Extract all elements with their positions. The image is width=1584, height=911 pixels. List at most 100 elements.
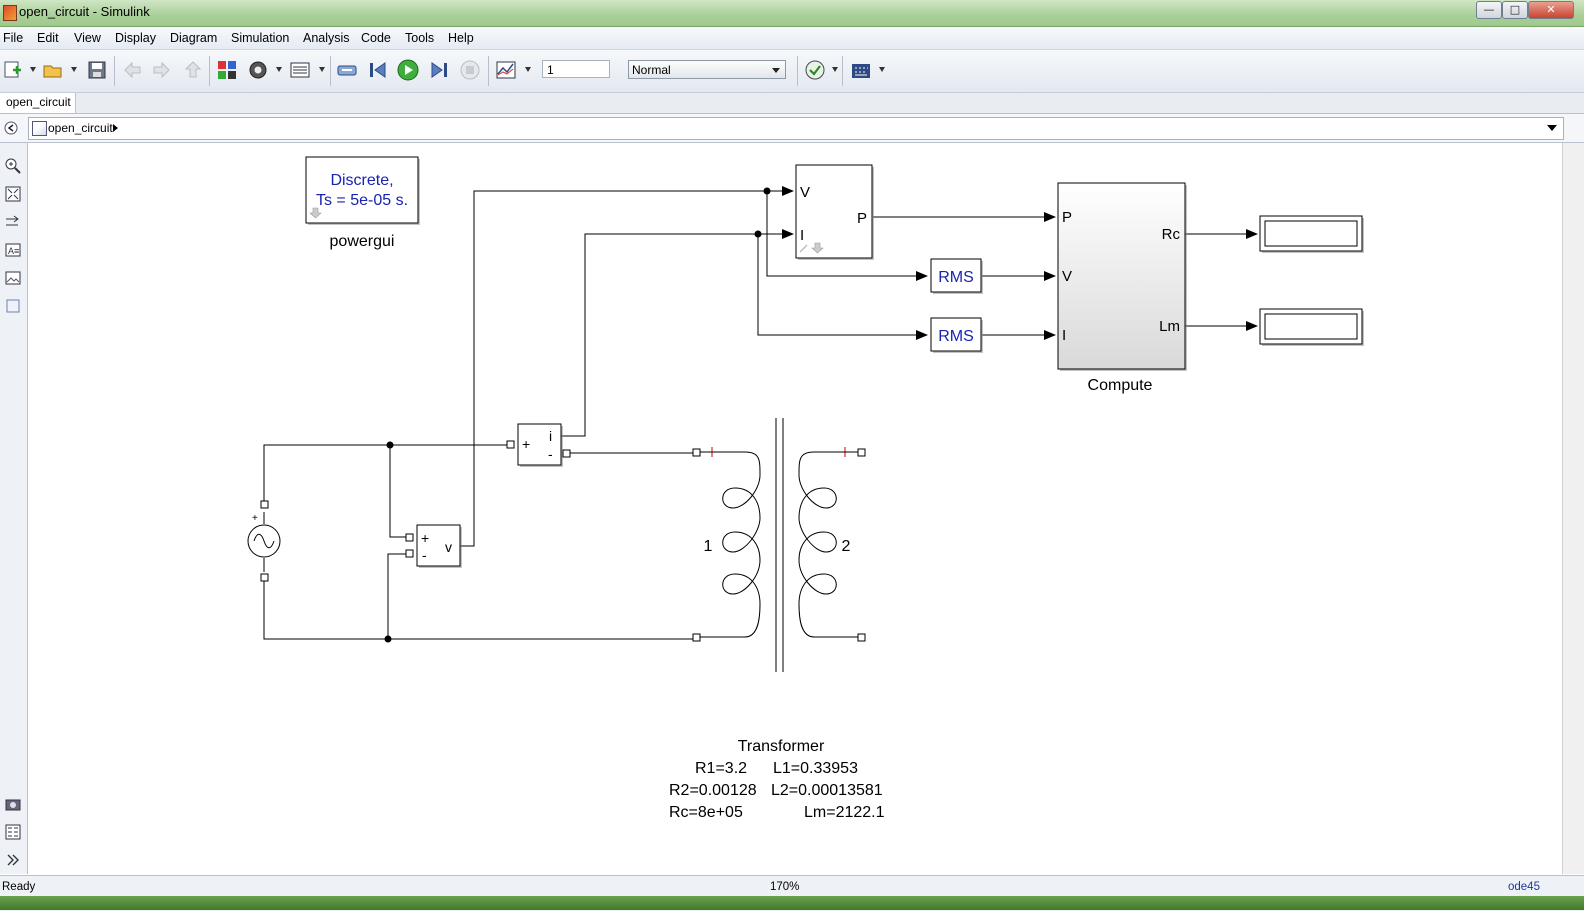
- chevron-right-icon[interactable]: [113, 124, 118, 132]
- rms-voltage-label: RMS: [938, 269, 974, 286]
- solver-link[interactable]: ode45: [1508, 881, 1540, 893]
- compute-port-p: P: [1062, 209, 1072, 226]
- window-title: open_circuit - Simulink: [19, 4, 150, 19]
- step-forward-icon[interactable]: [428, 59, 450, 81]
- camera-icon[interactable]: [4, 795, 22, 813]
- build-dropdown-icon[interactable]: [879, 67, 885, 72]
- explorer-bar: open_circuit: [0, 114, 1584, 143]
- breadcrumb-item-open-circuit[interactable]: open_circuit: [48, 121, 113, 135]
- maximize-button[interactable]: □: [1502, 1, 1528, 19]
- desktop-strip: [0, 896, 1584, 910]
- area-icon[interactable]: [4, 297, 22, 315]
- diagram-canvas[interactable]: [28, 143, 1562, 874]
- transformer-parameters: Transformer R1=3.2 L1=0.33953 R2=0.00128…: [669, 738, 885, 821]
- current-measurement-block[interactable]: + i -: [506, 423, 571, 467]
- tab-open-circuit[interactable]: open_circuit: [0, 93, 76, 113]
- rms-voltage-block[interactable]: RMS: [930, 258, 983, 294]
- model-advisor-icon[interactable]: [804, 59, 826, 81]
- build-icon[interactable]: [850, 59, 872, 81]
- voltage-out-label: v: [445, 539, 452, 555]
- arrow-down-icon: [811, 242, 824, 254]
- compute-subsystem-block[interactable]: P V I Rc Lm: [1057, 182, 1187, 371]
- transformer-rc: Rc=8e+05: [669, 804, 743, 821]
- toolbar-separator: [842, 56, 843, 86]
- new-model-icon[interactable]: [2, 59, 24, 81]
- menu-tools[interactable]: Tools: [405, 31, 435, 45]
- minimize-button[interactable]: —: [1476, 1, 1502, 19]
- forward-icon[interactable]: [151, 59, 173, 81]
- ac-voltage-source[interactable]: +: [247, 500, 281, 582]
- explorer-dropdown-icon[interactable]: [319, 67, 325, 72]
- winding-2-label: 2: [842, 538, 851, 555]
- toolbar-separator: [797, 56, 798, 86]
- menu-view[interactable]: View: [74, 31, 101, 45]
- stop-time-input[interactable]: 1: [542, 60, 610, 78]
- transformer-title: Transformer: [738, 738, 825, 755]
- scope-dropdown-icon[interactable]: [525, 67, 531, 72]
- compute-port-lm: Lm: [1159, 318, 1180, 335]
- run-icon[interactable]: [397, 59, 419, 81]
- menu-file[interactable]: File: [3, 31, 24, 45]
- save-icon[interactable]: [86, 59, 108, 81]
- power-port-i: I: [800, 227, 804, 244]
- toolbar-separator: [114, 56, 115, 86]
- model-explorer-icon[interactable]: [289, 59, 311, 81]
- compute-port-i: I: [1062, 327, 1066, 344]
- image-icon[interactable]: [4, 269, 22, 287]
- config-dropdown-icon[interactable]: [276, 67, 282, 72]
- chevron-down-icon[interactable]: [1547, 125, 1557, 131]
- property-inspector-icon[interactable]: [4, 823, 22, 841]
- fit-to-view-icon[interactable]: [4, 185, 22, 203]
- display-rc-block[interactable]: [1259, 215, 1364, 253]
- transformer-l1: L1=0.33953: [773, 760, 858, 777]
- voltage-measurement-block[interactable]: + - v: [405, 524, 462, 568]
- open-icon[interactable]: [42, 59, 64, 81]
- model-icon: [32, 121, 47, 136]
- arrow-right-icon[interactable]: [4, 213, 22, 231]
- power-port-p: P: [857, 210, 867, 227]
- open-dropdown-icon[interactable]: [71, 67, 77, 72]
- powergui-block[interactable]: Discrete, Ts = 5e-05 s.: [305, 156, 420, 225]
- menu-simulation[interactable]: Simulation: [231, 31, 290, 45]
- transformer-lm: Lm=2122.1: [804, 804, 885, 821]
- close-button[interactable]: ✕: [1528, 1, 1574, 19]
- breadcrumb: open_circuit: [28, 117, 1564, 140]
- stop-icon[interactable]: [459, 59, 481, 81]
- simulation-mode-select[interactable]: Normal: [628, 60, 786, 79]
- double-chevron-right-icon[interactable]: [4, 851, 22, 869]
- zoom-in-icon[interactable]: [4, 157, 22, 175]
- linear-transformer-block[interactable]: [692, 418, 866, 672]
- update-diagram-icon[interactable]: [336, 59, 358, 81]
- annotation-icon[interactable]: A≡: [4, 241, 22, 259]
- menu-code[interactable]: Code: [361, 31, 391, 45]
- back-icon[interactable]: [121, 59, 143, 81]
- advisor-dropdown-icon[interactable]: [832, 67, 838, 72]
- menu-display[interactable]: Display: [115, 31, 156, 45]
- menu-diagram[interactable]: Diagram: [170, 31, 218, 45]
- powergui-mode: Discrete,: [330, 172, 393, 189]
- transformer-l2: L2=0.00013581: [771, 782, 883, 799]
- hide-explorer-icon[interactable]: [4, 121, 18, 135]
- rms-current-label: RMS: [938, 328, 974, 345]
- link-icon: [799, 244, 808, 253]
- new-dropdown-icon[interactable]: [30, 67, 36, 72]
- left-palette: A≡: [0, 143, 28, 874]
- voltage-plus-label: +: [421, 530, 429, 546]
- toolbar-separator: [488, 56, 489, 86]
- up-icon[interactable]: [182, 59, 204, 81]
- library-browser-icon[interactable]: [216, 59, 238, 81]
- compute-port-rc: Rc: [1162, 226, 1181, 243]
- vertical-scrollbar[interactable]: [1562, 143, 1584, 874]
- menu-analysis[interactable]: Analysis: [303, 31, 350, 45]
- simulink-app-icon: [3, 5, 17, 21]
- display-lm-block[interactable]: [1259, 308, 1364, 346]
- step-back-icon[interactable]: [367, 59, 389, 81]
- scope-icon[interactable]: [495, 59, 517, 81]
- menu-edit[interactable]: Edit: [37, 31, 59, 45]
- title-bar: open_circuit - Simulink — □ ✕: [0, 0, 1584, 27]
- rms-current-block[interactable]: RMS: [930, 317, 983, 353]
- model-config-icon[interactable]: [247, 59, 269, 81]
- menu-help[interactable]: Help: [448, 31, 474, 45]
- power-measurement-block[interactable]: V I P: [795, 164, 874, 260]
